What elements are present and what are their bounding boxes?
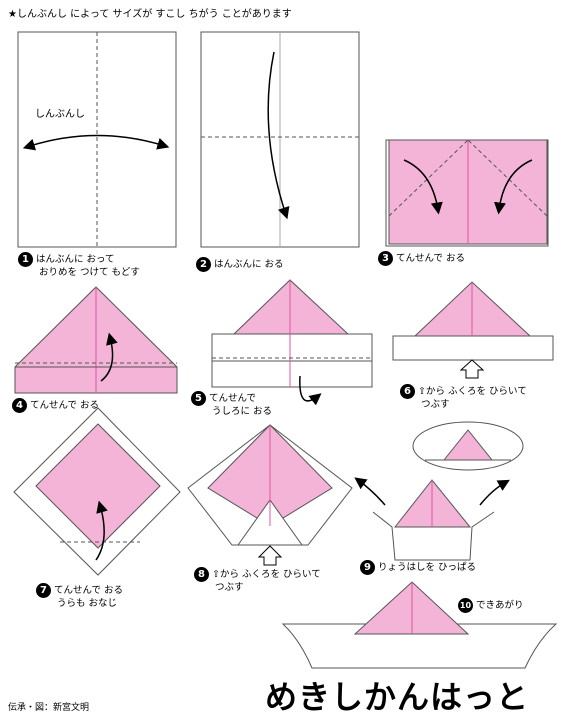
step3-figure: [385, 139, 549, 247]
fold-arrow: [95, 500, 108, 561]
step5-figure: [211, 279, 373, 406]
size-note: ★しんぶんし によって サイズが すこし ちがう ことがあります: [8, 9, 292, 20]
step-6-caption: 6⇧から ふくろを ひらいて つぶす: [400, 384, 527, 411]
step-number-badge: 9: [360, 560, 375, 575]
finished-hat: [281, 581, 558, 669]
step-8-caption: 8⇧から ふくろを ひらいて つぶす: [194, 567, 321, 594]
step-number-badge: 6: [400, 384, 415, 399]
fold-arrow: [100, 332, 118, 382]
step1-figure: しんぶんし: [17, 31, 177, 248]
step9-figure: [354, 421, 524, 561]
fold-arrow: [22, 134, 170, 151]
step6-figure: [392, 281, 554, 379]
page-title: めきしかんはっと: [265, 678, 530, 716]
step2-figure: [200, 31, 360, 248]
step-number-badge: 10: [458, 598, 473, 613]
pull-arrow: [479, 479, 510, 506]
step-number-badge: 3: [378, 251, 393, 266]
step-number-badge: 5: [191, 391, 206, 406]
step-number-badge: 1: [18, 252, 33, 267]
step-number-badge: 4: [12, 398, 27, 413]
fold-arrow: [494, 159, 533, 215]
step7-figure: [13, 407, 181, 576]
fold-arrow: [267, 51, 290, 220]
step-number-badge: 8: [194, 567, 209, 582]
step-number-badge: 7: [36, 583, 51, 598]
step-number-badge: 2: [196, 257, 211, 272]
credit: 伝承・図：新宮文明: [8, 703, 90, 713]
step8-figure: [187, 424, 353, 566]
fold-arrow: [403, 159, 443, 215]
pull-arrow: [354, 477, 386, 506]
open-arrow-icon: [459, 359, 485, 379]
step4-figure: [14, 286, 178, 394]
paper-label: しんぶんし: [35, 108, 85, 120]
open-arrow-icon: [257, 545, 283, 566]
fold-arrow: [299, 375, 322, 406]
